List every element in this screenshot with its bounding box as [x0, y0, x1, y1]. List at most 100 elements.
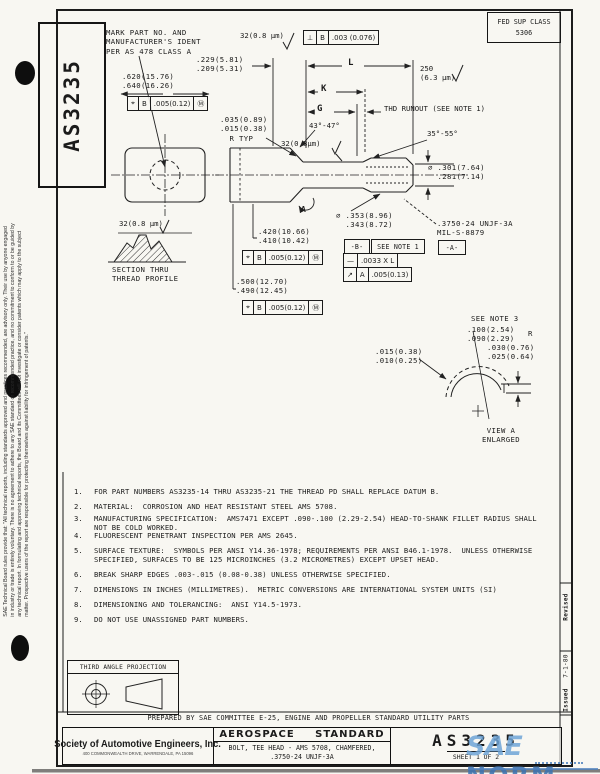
sheet-borders — [32, 9, 600, 773]
note-item: 9. DO NOT USE UNASSIGNED PART NUMBERS. — [74, 615, 249, 624]
datum-ref: B — [139, 97, 151, 110]
watermark-underline — [468, 768, 598, 770]
head-flat-dim: .420(10.66) .410(10.42) — [258, 227, 311, 246]
tolerance-value: .0033 X L — [361, 256, 395, 265]
length-G-label: G — [317, 104, 323, 114]
edge-issued-label: Issued — [562, 688, 570, 712]
point-finish-callout: 250 (6.3 μm) — [420, 64, 456, 83]
thread-profile-section — [108, 219, 192, 263]
view-a-label: VIEW A ENLARGED — [482, 426, 520, 445]
note-number: 3. — [74, 514, 83, 523]
bolt-side-view — [215, 147, 470, 203]
note-item: 8. DIMENSIONING AND TOLERANCING: ANSI Y1… — [74, 600, 302, 609]
standard-type-label: AEROSPACE STANDARD — [214, 728, 390, 742]
head-front-view — [111, 134, 219, 216]
thread-finish-callout: 32(0.8 μm) — [119, 219, 163, 228]
note-number: 5. — [74, 546, 83, 555]
runout-icon: ↗ — [344, 268, 357, 281]
note-text: DIMENSIONS IN INCHES (MILLIMETRES). METR… — [94, 585, 497, 594]
disclaimer-line: SAE Technical Board rules provide that: … — [3, 226, 9, 617]
point-chamfer-angle: 35°-55° — [427, 129, 458, 138]
shank-diameter-dim: ⌀ .301(7.64) .281(7.14) — [428, 163, 485, 182]
tolerance-value: .005(0.12) — [266, 251, 310, 264]
publisher-address: 400 COMMONWEALTH DRIVE, WARRENDALE, PA 1… — [82, 750, 194, 756]
view-a-arrow-label: A — [301, 205, 306, 214]
fcf-runout: ↗ A .005(0.13) — [343, 267, 413, 282]
margin-disclaimer: SAE Technical Board rules provide that: … — [3, 223, 31, 616]
title-block-publisher: Society of Automotive Engineers, Inc. 40… — [55, 728, 221, 764]
watermark-dotted-rule — [535, 762, 583, 764]
thd-runout-note: THD RUNOUT (SEE NOTE 1) — [384, 104, 486, 113]
note-item: 4. FLUORESCENT PENETRANT INSPECTION PER … — [74, 531, 298, 540]
position-icon: ⌖ — [128, 97, 139, 110]
dimension-lines — [120, 32, 464, 200]
radius-symbol: R — [528, 329, 533, 338]
note-number: 1. — [74, 487, 83, 496]
doc-number-box: AS3235 — [38, 22, 106, 188]
length-K-label: K — [321, 84, 327, 94]
disclaimer-line: matter. Prospective users of the report … — [24, 332, 30, 617]
note-item: 1. FOR PART NUMBERS AS3235-14 THRU AS323… — [74, 487, 439, 496]
reference-lines — [232, 204, 257, 290]
note-item: 2. MATERIAL: CORROSION AND HEAT RESISTAN… — [74, 502, 338, 511]
fed-sup-class-box: FED SUP CLASS 5306 — [487, 12, 561, 43]
note-number: 4. — [74, 531, 83, 540]
note-text: DO NOT USE UNASSIGNED PART NUMBERS. — [94, 615, 249, 624]
datum-ref: B — [254, 301, 266, 314]
tolerance-value: .003 (0.076) — [331, 33, 376, 42]
note-text: MATERIAL: CORROSION AND HEAT RESISTANT S… — [94, 502, 338, 511]
tolerance-value: .005(0.13) — [371, 270, 409, 279]
note3-radius-dim: .100(2.54) .090(2.29) — [467, 325, 515, 344]
note-item: 7. DIMENSIONS IN INCHES (MILLIMETRES). M… — [74, 585, 497, 594]
part-title: BOLT, TEE HEAD - AMS 5708, CHAMFERED, .3… — [228, 744, 376, 761]
fcf-straightness: — .0033 X L — [343, 253, 399, 268]
doc-number-vertical: AS3235 — [60, 58, 84, 152]
chamfer-edge-dim: .015(0.38) .010(0.25) — [375, 347, 423, 366]
datum-ref: B — [254, 251, 266, 264]
note-text: SURFACE TEXTURE: SYMBOLS PER ANSI Y14.36… — [94, 546, 533, 565]
head-height-dim: .229(5.81) .209(5.31) — [196, 55, 244, 74]
note-number: 9. — [74, 615, 83, 624]
disclaimer-line: in industry or trade is entirely volunta… — [10, 223, 16, 617]
datum-a-flag: -A- — [438, 240, 466, 255]
fcf-position-head: ⌖ B .005(0.12) Ⓜ — [127, 96, 209, 111]
doc-number: AS3235 — [432, 731, 520, 750]
note-item: 6. BREAK SHARP EDGES .003-.015 (0.08-0.3… — [74, 570, 391, 579]
head-finish-callout: 32(0.8 μm) — [240, 31, 284, 40]
edge-revised-label: Revised — [562, 593, 570, 621]
note-number: 8. — [74, 600, 83, 609]
third-angle-symbol — [82, 678, 163, 710]
position-icon: ⌖ — [243, 301, 254, 314]
note-item: 3. MANUFACTURING SPECIFICATION: AMS7471 … — [74, 514, 537, 533]
note-item: 5. SURFACE TEXTURE: SYMBOLS PER ANSI Y14… — [74, 546, 532, 565]
section-thread-label: SECTION THRU THREAD PROFILE — [112, 265, 179, 284]
fcf-position-across: ⌖ B .005(0.12) Ⓜ — [242, 300, 324, 315]
note-text: FLUORESCENT PENETRANT INSPECTION PER AMS… — [94, 531, 298, 540]
datum-b-flag: -B- — [344, 239, 370, 254]
perpendicularity-icon: ⊥ — [304, 31, 318, 44]
view-a-detail — [418, 330, 531, 420]
disclaimer-line: any technical report. In formulating and… — [17, 230, 23, 617]
see-note-3-label: SEE NOTE 3 — [471, 314, 519, 323]
punch-holes — [5, 61, 35, 661]
fillet-radius-dim: .035(0.89) .015(0.38) R TYP — [220, 115, 268, 143]
head-chamfer-angle: 43°-47° — [309, 121, 340, 130]
tolerance-value: .005(0.12) — [266, 301, 310, 314]
third-angle-projection-label: THIRD ANGLE PROJECTION — [68, 661, 178, 674]
head-across-dim: .500(12.70) .490(12.45) — [236, 277, 289, 296]
note-text: BREAK SHARP EDGES .003-.015 (0.08-0.38) … — [94, 570, 391, 579]
fcf-perpendicularity: ⊥ B .003 (0.076) — [303, 30, 380, 45]
material-condition-icon: Ⓜ — [197, 99, 205, 108]
note-number: 2. — [74, 502, 83, 511]
head-width-dim: .620(15.76) .640(16.26) — [122, 72, 175, 91]
title-block: Society of Automotive Engineers, Inc. 40… — [55, 727, 562, 765]
chamfer-depth-dim: .030(0.76) .025(0.64) — [487, 343, 535, 362]
edge-date-label: 7-1-80 — [562, 654, 570, 678]
shank-finish-callout: 32(0.8μm) — [281, 139, 321, 148]
publisher-name: Society of Automotive Engineers, Inc. — [54, 738, 222, 750]
straightness-icon: — — [344, 254, 358, 267]
prepared-by-line: PREPARED BY SAE COMMITTEE E-25, ENGINE A… — [147, 714, 470, 722]
note-text: MANUFACTURING SPECIFICATION: AMS7471 EXC… — [94, 514, 537, 533]
